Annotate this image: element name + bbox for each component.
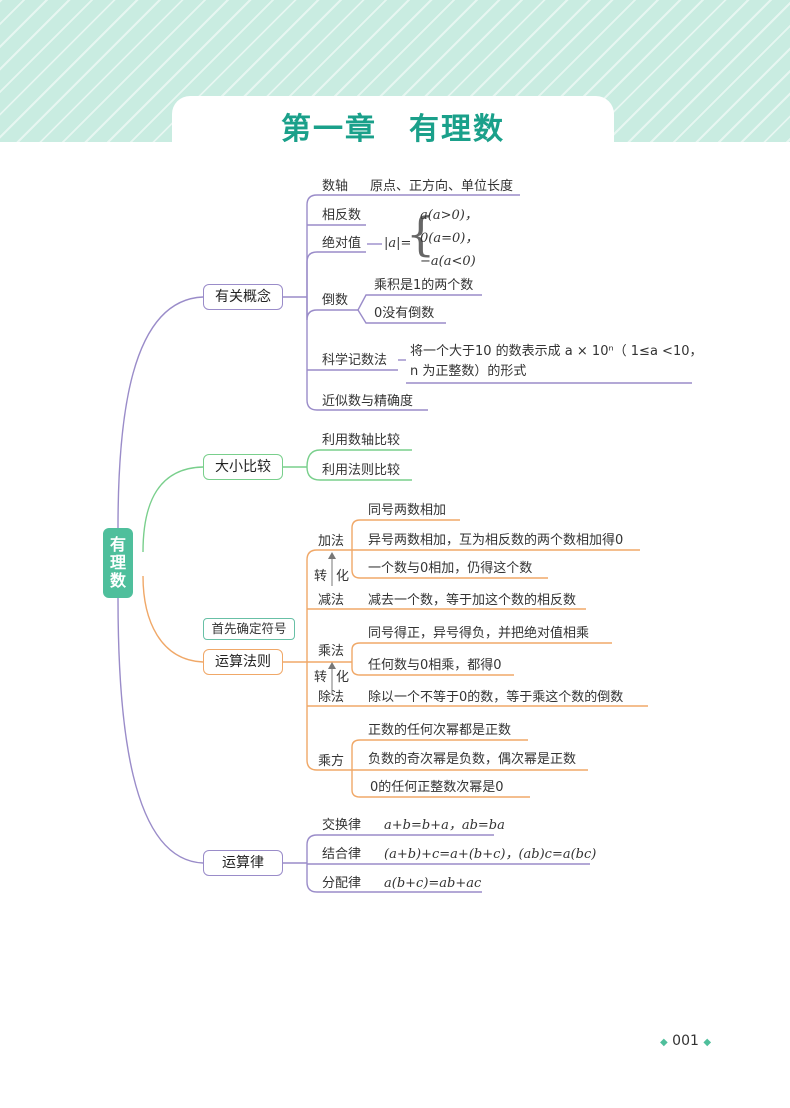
power-item-1: 正数的任何次幂都是正数 — [368, 723, 512, 738]
number-line-desc: 原点、正方向、单位长度 — [370, 179, 514, 194]
tag-sign-first: 首先确定符号 — [203, 618, 295, 640]
commutative-formula: a+b=b+a，ab=ba — [384, 818, 505, 833]
transform-1-a: 转 — [314, 569, 328, 584]
associative-formula: (a+b)+c=a+(b+c)，(ab)c=a(bc) — [384, 847, 597, 862]
transform-2-a: 转 — [314, 670, 328, 685]
node-operations: 运算法则 — [203, 649, 283, 675]
title-tab — [172, 96, 614, 156]
page-number-text: 001 — [672, 1033, 699, 1049]
multiply-item-1: 同号得正，异号得负，并把绝对值相乘 — [368, 626, 590, 641]
page-number: ◆ 001 ◆ — [660, 1033, 711, 1049]
header-banner — [0, 0, 790, 142]
add-item-3: 一个数与0相加，仍得这个数 — [368, 561, 533, 576]
node-compare: 大小比较 — [203, 454, 283, 480]
chapter-title: 第一章 有理数 — [281, 112, 505, 147]
diamond-icon: ◆ — [703, 1037, 712, 1048]
node-laws: 运算律 — [203, 850, 283, 876]
add-label: 加法 — [318, 534, 345, 549]
add-item-2: 异号两数相加，互为相反数的两个数相加得0 — [368, 533, 624, 548]
subtract-label: 减法 — [318, 593, 345, 608]
root-node: 有理数 — [103, 528, 133, 598]
number-line-label: 数轴 — [322, 179, 349, 194]
associative-label: 结合律 — [322, 847, 362, 862]
absolute-case-positive: a(a>0)， — [420, 208, 478, 223]
multiply-label: 乘法 — [318, 644, 345, 659]
absolute-case-zero: 0(a=0)， — [420, 231, 479, 246]
diamond-icon: ◆ — [660, 1037, 668, 1048]
divide-desc: 除以一个不等于0的数，等于乘这个数的倒数 — [368, 690, 624, 705]
subtract-desc: 减去一个数，等于加这个数的相反数 — [368, 593, 577, 608]
distributive-label: 分配律 — [322, 876, 362, 891]
node-concepts: 有关概念 — [203, 284, 283, 310]
transform-2-b: 化 — [336, 670, 350, 685]
commutative-label: 交换律 — [322, 818, 362, 833]
scientific-line-2: n 为正整数）的形式 — [410, 364, 527, 379]
compare-item-1: 利用数轴比较 — [322, 433, 401, 448]
reciprocal-item-1: 乘积是1的两个数 — [374, 278, 474, 293]
multiply-item-2: 任何数与0相乘，都得0 — [368, 658, 502, 673]
compare-item-2: 利用法则比较 — [322, 463, 401, 478]
absolute-case-negative: −a(a<0) — [420, 254, 476, 269]
approx-label: 近似数与精确度 — [322, 394, 414, 409]
power-item-3: 0的任何正整数次幂是0 — [370, 780, 504, 795]
distributive-formula: a(b+c)=ab+ac — [384, 876, 482, 891]
scientific-line-1: 将一个大于10 的数表示成 a × 10ⁿ（ 1≤a <10， — [410, 344, 703, 359]
absolute-label: 绝对值 — [322, 236, 362, 251]
power-label: 乘方 — [318, 754, 345, 769]
absolute-brace: { — [406, 207, 436, 261]
power-item-2: 负数的奇次幂是负数，偶次幂是正数 — [368, 752, 577, 767]
add-item-1: 同号两数相加 — [368, 503, 447, 518]
scientific-label: 科学记数法 — [322, 353, 388, 368]
transform-1-b: 化 — [336, 569, 350, 584]
reciprocal-item-2: 0没有倒数 — [374, 306, 435, 321]
absolute-expr: |a|= — [384, 236, 412, 251]
opposite-label: 相反数 — [322, 208, 362, 223]
reciprocal-label: 倒数 — [322, 293, 349, 308]
divide-label: 除法 — [318, 690, 345, 705]
